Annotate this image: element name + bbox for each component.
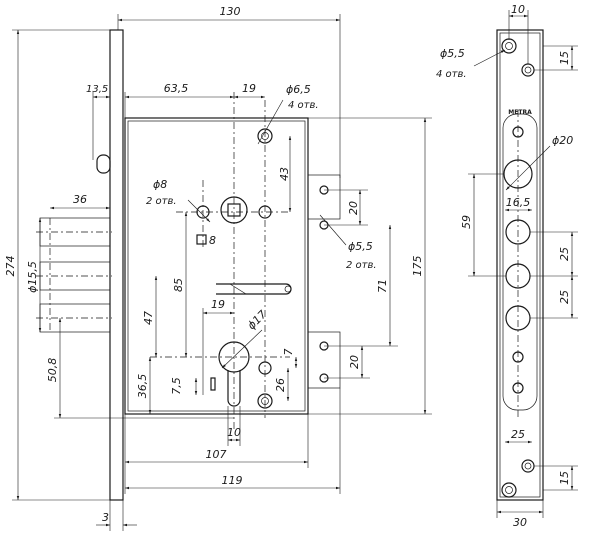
mount-hole-top [257, 128, 273, 144]
dim-71: 71 [376, 279, 389, 293]
cylinder-profile [210, 341, 250, 407]
strike-upper [307, 174, 341, 220]
side-inner-plate [502, 113, 538, 411]
dim-19-top: 19 [242, 82, 256, 95]
side-hole-2 [521, 63, 535, 77]
dim-d8-count: 2 отв. [146, 196, 177, 207]
strike-lower [307, 331, 341, 389]
dim-50-8: 50,8 [46, 358, 59, 383]
dim-119: 119 [222, 474, 243, 487]
mount-hole-bottom [257, 393, 273, 409]
dim-175: 175 [411, 256, 424, 277]
dim-274: 274 [4, 256, 17, 277]
dim-d8: ϕ8 [153, 178, 167, 191]
dim-d15-5: ϕ15,5 [26, 261, 39, 293]
dim-7: 7 [282, 349, 295, 356]
side-hole-4 [501, 482, 517, 498]
side-hole-1 [501, 38, 517, 54]
side-dim-d5-5-count: 4 отв. [436, 69, 467, 80]
latch-slot [216, 283, 292, 295]
side-dim-25-b: 25 [558, 290, 571, 304]
side-hole-3 [521, 459, 535, 473]
dim-19-mid: 19 [211, 298, 225, 311]
side-dim-30: 30 [513, 516, 527, 529]
dim-36: 36 [73, 193, 87, 206]
side-dim-25-c: 25 [511, 428, 525, 441]
side-dim-15-top: 15 [558, 51, 571, 65]
dim-63-5: 63,5 [164, 82, 189, 95]
dim-d6-5-count: 4 отв. [288, 100, 319, 111]
lock-case [124, 117, 309, 415]
side-dim-59: 59 [460, 215, 473, 229]
dim-107: 107 [206, 448, 227, 461]
dim-10-bottom: 10 [227, 426, 241, 439]
faceplate [109, 29, 124, 501]
dim-20-bottom: 20 [348, 355, 361, 369]
bolts [36, 217, 112, 333]
side-dim-10: 10 [511, 3, 525, 16]
dim-47: 47 [142, 311, 155, 325]
side-dim-16-5: 16,5 [506, 196, 531, 209]
side-dim-d5-5: ϕ5,5 [440, 47, 465, 60]
dim-20-top: 20 [347, 201, 360, 215]
dim-36-5: 36,5 [136, 374, 149, 399]
side-dim-25-a: 25 [558, 247, 571, 261]
dim-d6-5: ϕ6,5 [286, 83, 311, 96]
dim-85: 85 [172, 278, 185, 292]
dim-3: 3 [102, 511, 109, 524]
dim-13-5: 13,5 [86, 84, 108, 95]
dim-d5-5: ϕ5,5 [348, 240, 373, 253]
dim-square-8: 8 [209, 234, 216, 247]
dim-d5-5-count: 2 отв. [346, 260, 377, 271]
dim-43: 43 [278, 167, 291, 181]
front-view: 130 13,5 63,5 19 ϕ6,5 4 отв. 43 20 ϕ8 2 … [4, 5, 432, 531]
dim-130: 130 [220, 5, 241, 18]
side-faceplate [496, 29, 544, 501]
side-view: METRA 10 ϕ5,5 4 отв. 15 [436, 3, 578, 529]
brand-mark: METRA [508, 109, 532, 116]
latch-roller [96, 154, 111, 174]
side-dim-15-bottom: 15 [558, 471, 571, 485]
side-dim-d20: ϕ20 [552, 134, 573, 147]
dim-d17: ϕ17 [245, 308, 269, 332]
lock-case-inner [127, 120, 306, 412]
dim-26: 26 [274, 378, 287, 392]
dim-7-5: 7,5 [170, 377, 183, 395]
square-8-icon [196, 234, 207, 245]
